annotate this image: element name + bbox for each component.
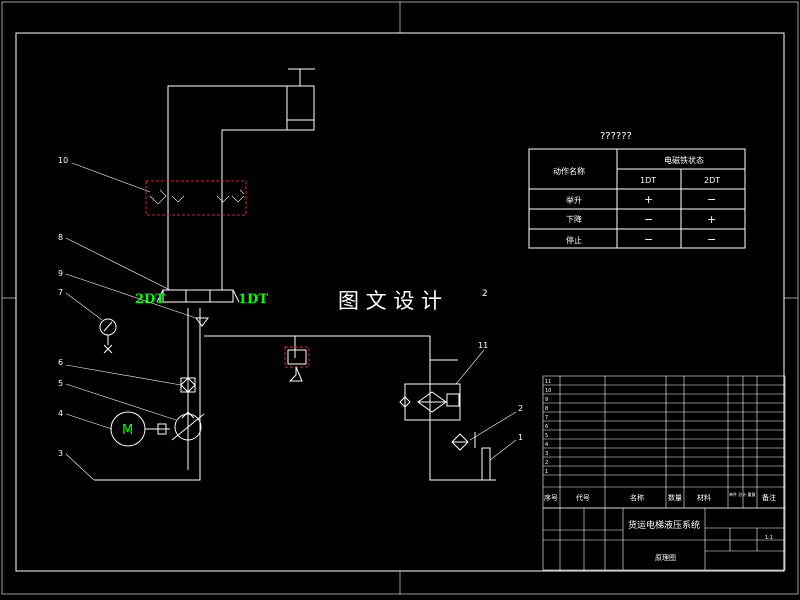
row-stop-1dt: − [644,233,653,246]
svg-text:10: 10 [545,388,551,394]
svg-text:备注: 备注 [762,493,776,502]
col-state-header: 电磁铁状态 [664,155,704,165]
callout-9: 9 [58,269,63,278]
relief-valve [284,346,310,382]
row-raise-name: 举升 [566,195,582,205]
drawing-title: 货运电梯液压系统 [628,519,700,531]
callout-2: 2 [518,404,523,413]
parts-list-index: 11 10 9 8 7 6 5 4 3 2 1 [545,379,551,475]
drawing-scale: 1:1 [765,535,773,541]
callout-1: 1 [518,433,523,442]
motor [110,411,170,447]
callout-11: 11 [478,341,488,350]
svg-text:6: 6 [545,424,548,430]
oil-tank-1 [481,447,491,481]
svg-text:数量: 数量 [668,493,682,502]
leader-lines [65,162,517,481]
pipelines [94,85,496,481]
col-action-header: 动作名称 [553,166,585,176]
callout-7: 7 [58,288,63,297]
hydraulic-cylinder [286,68,315,131]
callout-10: 10 [58,156,68,165]
svg-text:8: 8 [545,406,548,412]
row-stop-2dt: − [707,233,716,246]
drawing-name: 原理图 [655,554,676,562]
svg-text:材料: 材料 [697,493,711,502]
callout-3: 3 [58,449,63,458]
row-stop-name: 停止 [566,235,582,245]
svg-text:单件 总计 重量: 单件 总计 重量 [729,491,756,497]
watermark-text: 图 文 设 计 [338,289,442,313]
parts-list-header: 序号 代号 名称 数量 材料 单件 总计 重量 备注 [544,491,776,502]
svg-text:序号: 序号 [544,493,558,502]
check-valve-block-boundary [145,180,247,216]
svg-text:名称: 名称 [630,493,644,502]
row-raise-1dt: + [644,193,653,206]
motor-symbol: M [122,423,133,438]
parts-list-grid [542,375,786,509]
svg-text:5: 5 [545,433,548,439]
svg-text:9: 9 [545,397,548,403]
row-lower-2dt: + [707,213,716,226]
sub-col-2dt: 2DT [704,176,720,185]
check-valve-9 [195,317,209,327]
solenoid-2dt-label: 2DT [135,292,165,307]
title-block-grid [542,507,786,571]
callout-8: 8 [58,233,63,242]
svg-text:1: 1 [545,469,548,475]
small-mark: 2 [482,289,488,299]
action-table-grid [528,148,746,249]
svg-text:4: 4 [545,442,548,448]
callout-4: 4 [58,409,63,418]
callout-6: 6 [58,358,63,367]
directional-valve [156,289,240,303]
hydraulic-pump [171,411,205,441]
svg-text:7: 7 [545,415,548,421]
action-table-title: ?????? [600,131,632,142]
solenoid-1dt-label: 1DT [238,292,268,307]
row-lower-name: 下降 [566,214,582,224]
row-raise-2dt: − [707,193,716,206]
svg-text:11: 11 [545,379,551,385]
cooler-unit-11 [399,383,461,421]
sub-col-1dt: 1DT [640,176,656,185]
row-lower-1dt: − [644,213,653,226]
svg-text:2: 2 [545,460,548,466]
check-valve-pair [149,189,245,205]
callout-5: 5 [58,379,63,388]
pressure-gauge [99,318,117,354]
svg-text:代号: 代号 [576,493,590,502]
strainer-2 [451,433,469,451]
svg-text:3: 3 [545,451,548,457]
